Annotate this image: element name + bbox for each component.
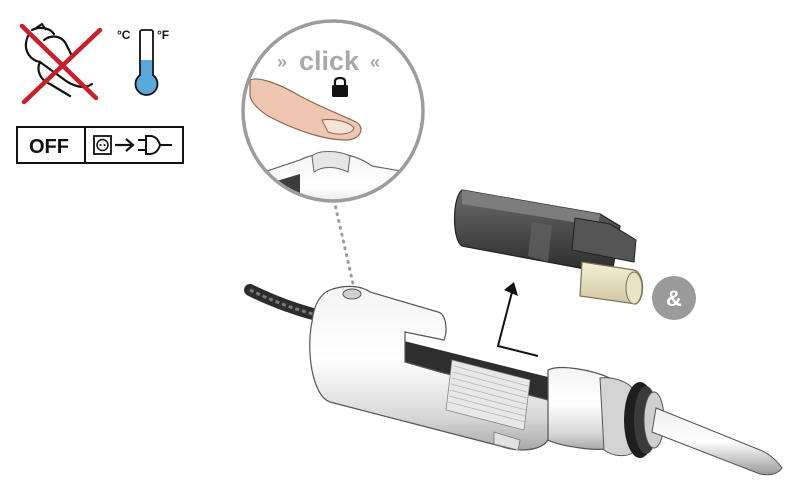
click-label: click [299, 46, 360, 76]
no-touch-warning: °C °F OFF [16, 22, 184, 164]
knurled-grip [445, 359, 531, 431]
ampersand-badge: & [652, 276, 696, 320]
svg-text:«: « [370, 52, 380, 72]
power-off-badge: OFF [16, 126, 184, 164]
thermometer-icon: °C °F [117, 28, 169, 96]
heating-element-cartridge [453, 189, 644, 305]
click-callout: » click « [241, 19, 425, 203]
celsius-label: °C [117, 28, 131, 42]
unplug-icon [93, 135, 172, 155]
callout-leader-line [332, 198, 356, 290]
fahrenheit-label: °F [157, 28, 169, 42]
soldering-iron-handle [309, 285, 783, 476]
removal-arrow [496, 282, 539, 357]
lock-icon [332, 76, 348, 97]
hand-cross-icon [19, 22, 103, 105]
svg-text:»: » [277, 52, 287, 72]
badge-label: & [666, 286, 682, 311]
off-label: OFF [29, 136, 69, 158]
soldering-tip [651, 407, 783, 476]
